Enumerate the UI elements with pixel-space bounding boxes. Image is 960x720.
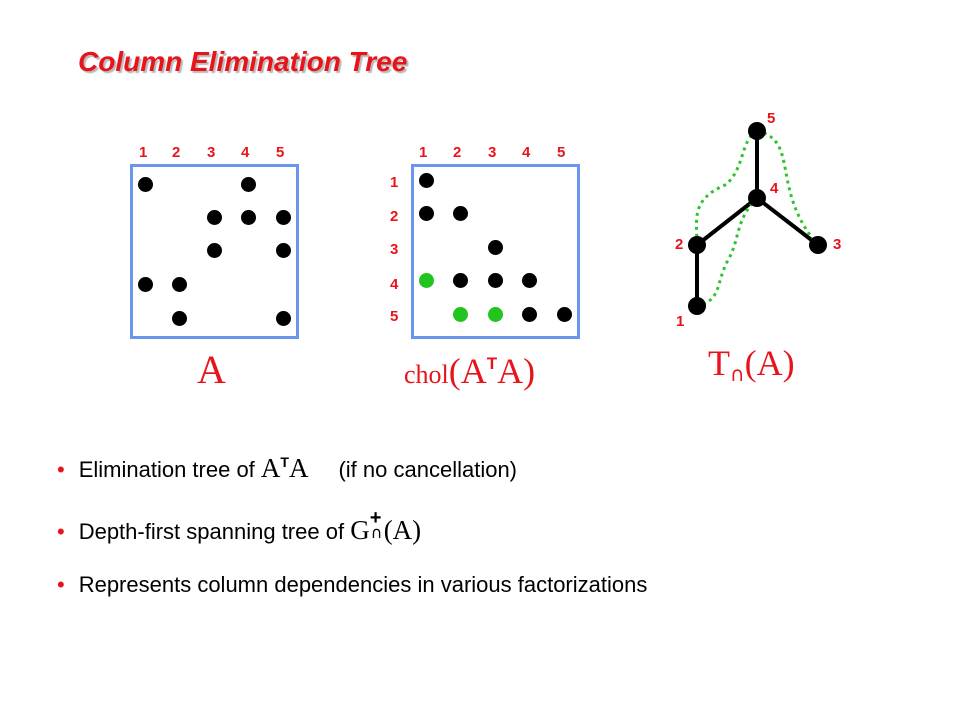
column-label: 2 [453, 144, 462, 161]
tree-caption: T∩(A) [708, 343, 795, 386]
tree-node-label: 4 [770, 180, 779, 197]
nonzero-dot [419, 206, 434, 221]
column-label: 1 [139, 144, 148, 161]
nonzero-dot [276, 311, 291, 326]
tree-node-label: 3 [833, 236, 842, 253]
column-label: 4 [522, 144, 531, 161]
nonzero-dot [488, 273, 503, 288]
dotted-edge-5-2 [694, 129, 758, 246]
tree-edge-4-3 [755, 196, 820, 247]
tree-node-label: 2 [675, 236, 684, 253]
bullet-marker: • [57, 457, 65, 482]
row-label: 2 [390, 208, 399, 225]
nonzero-dot [488, 240, 503, 255]
dotted-edge-5-3 [756, 129, 820, 246]
nonzero-dot [453, 273, 468, 288]
nonzero-dot [241, 210, 256, 225]
nonzero-dot [522, 307, 537, 322]
fill-in-dot [419, 273, 434, 288]
column-label: 5 [557, 144, 566, 161]
matrix-a-frame [130, 164, 299, 339]
column-label: 5 [276, 144, 285, 161]
tree-node-5 [748, 122, 766, 140]
tree-node-4 [748, 189, 766, 207]
row-label: 3 [390, 241, 399, 258]
matrix-chol-caption: chol(ATA) [404, 351, 536, 391]
bullet-item: •Elimination tree of ATA(if no cancellat… [57, 453, 518, 483]
matrix-chol-frame [411, 164, 580, 339]
bullet-marker: • [57, 519, 65, 544]
column-label: 2 [172, 144, 181, 161]
tree-node-2 [688, 236, 706, 254]
nonzero-dot [207, 210, 222, 225]
tree-node-1 [688, 297, 706, 315]
tree-edges [695, 131, 820, 306]
nonzero-dot [138, 177, 153, 192]
nonzero-dot [276, 210, 291, 225]
fill-in-dot [488, 307, 503, 322]
nonzero-dot [419, 173, 434, 188]
extra-edges [694, 129, 820, 308]
nonzero-dot [207, 243, 222, 258]
nonzero-dot [453, 206, 468, 221]
fill-in-dot [453, 307, 468, 322]
nonzero-dot [172, 311, 187, 326]
row-label: 1 [390, 174, 399, 191]
page-title: Column Elimination Tree [78, 46, 408, 77]
bullet-item: •Represents column dependencies in vario… [57, 572, 648, 597]
column-label: 3 [488, 144, 497, 161]
row-label: 5 [390, 308, 399, 325]
matrix-a-caption: A [197, 347, 226, 392]
nonzero-dot [522, 273, 537, 288]
nonzero-dot [138, 277, 153, 292]
column-label: 4 [241, 144, 250, 161]
nonzero-dot [557, 307, 572, 322]
row-label: 4 [390, 276, 399, 293]
tree-edge-4-2 [695, 196, 759, 247]
nonzero-dot [276, 243, 291, 258]
tree-node-label: 1 [676, 313, 685, 330]
bullet-marker: • [57, 572, 65, 597]
nonzero-dot [241, 177, 256, 192]
dotted-edge-4-1 [696, 196, 759, 308]
tree-nodes [688, 122, 827, 315]
tree-node-label: 5 [767, 110, 776, 127]
nonzero-dot [172, 277, 187, 292]
column-label: 3 [207, 144, 216, 161]
bullet-item: •Depth-first spanning tree of G+∩(A) [57, 507, 422, 545]
tree-node-3 [809, 236, 827, 254]
column-label: 1 [419, 144, 428, 161]
